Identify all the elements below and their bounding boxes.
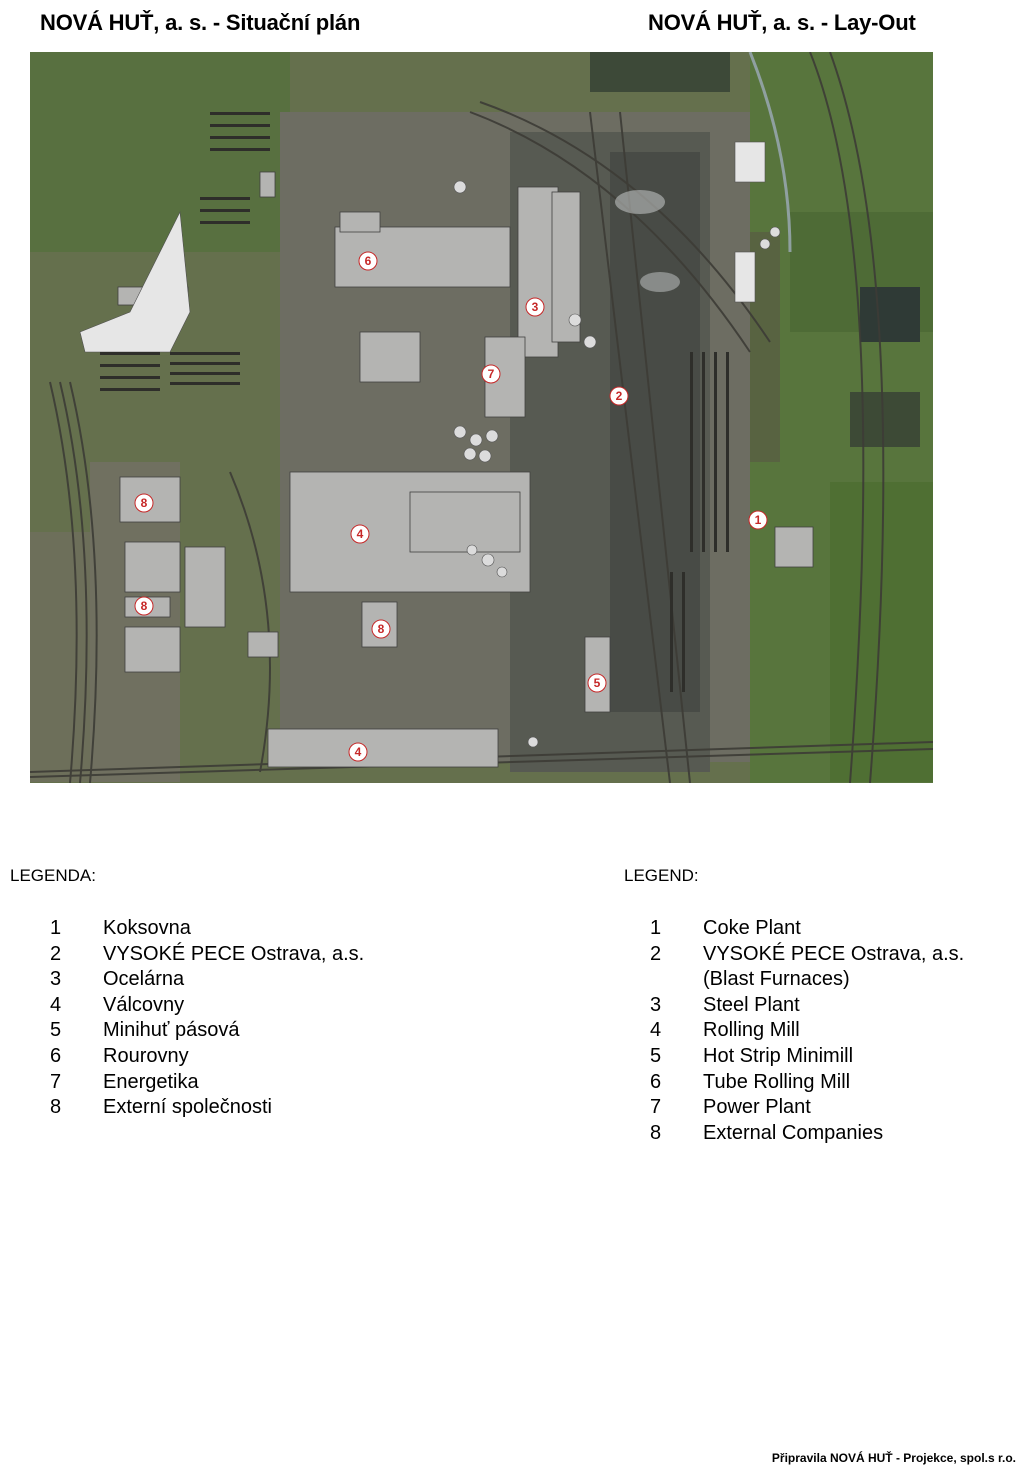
map-marker-label: 1 [754,513,762,527]
legend-item-number: 4 [650,1019,662,1042]
legend-item: 1 Coke Plant [650,916,964,942]
map-marker: 6 [358,251,378,271]
legend-item: 7 Power Plant [650,1095,964,1121]
map-marker-label: 3 [531,300,539,314]
page-title-czech: NOVÁ HUŤ, a. s. - Situační plán [40,10,361,35]
legend-item-label: VYSOKÉ PECE Ostrava, a.s. [103,942,365,965]
map-marker: 1 [748,510,768,530]
legend-item-label: Tube Rolling Mill [703,1070,851,1093]
legend-item-number: 2 [650,942,662,965]
legend-item-number: 1 [650,917,662,939]
legend-item-label: Coke Plant [703,917,801,939]
map-marker-label: 8 [140,496,148,510]
legend-item: 6 Tube Rolling Mill [650,1070,964,1096]
legend-item-number: 4 [50,993,62,1016]
legend-item-label: Power Plant [703,1096,811,1119]
page-title-english: NOVÁ HUŤ, a. s. - Lay-Out [648,10,916,35]
legend-list-czech: 1 Koksovna 2 VYSOKÉ PECE Ostrava, a.s. 3 Oc… [50,916,364,1121]
map-marker-label: 5 [593,676,601,690]
map-marker: 4 [350,524,370,544]
map-marker-label: 4 [354,745,362,759]
legend-item: 3 Ocelárna [50,967,364,993]
legend-item-label: External Companies [703,1121,884,1144]
map-marker: 8 [134,596,154,616]
legend-item-number: 1 [50,917,62,939]
map-marker-label: 7 [487,367,495,381]
legend-item: 1 Koksovna [50,916,364,942]
aerial-site-map: 6 3 7 2 8 4 1 8 8 5 4 [30,52,933,783]
legend-item: 2 VYSOKÉ PECE Ostrava, a.s. [50,942,364,968]
legend-item-label: Ocelárna [103,968,185,991]
legend-item: 5 Minihuť pásová [50,1018,364,1044]
legend-item-label: Externí společnosti [103,1096,272,1119]
legend-item-number: 5 [650,1044,662,1067]
map-marker-label: 4 [356,527,364,541]
legend-item-number: 2 [50,942,62,965]
legend-item-label: Minihuť pásová [103,1019,240,1042]
legend-item: 4 Rolling Mill [650,1018,964,1044]
map-marker-label: 8 [140,599,148,613]
legend-item-number: 6 [650,1070,662,1093]
legend-item-number: 5 [50,1019,62,1042]
map-marker: 3 [525,297,545,317]
legend-item: 3 Steel Plant [650,993,964,1019]
map-marker: 8 [134,493,154,513]
legend-item-label: Hot Strip Minimill [703,1044,854,1067]
legend-item-label: VYSOKÉ PECE Ostrava, a.s. [703,942,965,965]
legend-heading-english: LEGEND: [624,866,699,885]
legend-item: 8 External Companies [650,1121,964,1147]
legend-item: 6 Rourovny [50,1044,364,1070]
legend-item-label: Steel Plant [703,993,800,1016]
legend-heading-czech: LEGENDA: [10,866,96,885]
map-marker-label: 8 [377,622,385,636]
legend-item-label: Válcovny [103,993,185,1016]
legend-item-number: 8 [650,1121,662,1144]
footer-credit: Připravila NOVÁ HUŤ - Projekce, spol.s r… [771,1451,1016,1465]
legend-item-label: Rourovny [103,1044,189,1067]
legend-item-number: 7 [650,1096,662,1119]
legend-item: 5 Hot Strip Minimill [650,1044,964,1070]
legend-item-number: 8 [50,1096,62,1119]
map-marker: 8 [371,619,391,639]
legend-item-label: (Blast Furnaces) [703,968,850,991]
map-marker-label: 6 [364,254,372,268]
legend-list-english: 1 Coke Plant 2 VYSOKÉ PECE Ostrava, a.s. (… [650,916,964,1146]
legend-item: 7 Energetika [50,1070,364,1096]
legend-item-number [650,967,703,993]
map-marker: 4 [348,742,368,762]
legend-item-number: 6 [50,1044,62,1067]
legend-item-label: Energetika [103,1070,199,1093]
legend-item: 8 Externí společnosti [50,1095,364,1121]
map-marker: 7 [481,364,501,384]
legend-item-label: Koksovna [103,917,191,939]
map-marker: 2 [609,386,629,406]
legend-item: 2 VYSOKÉ PECE Ostrava, a.s. [650,942,964,968]
legend-item-number: 3 [650,993,662,1016]
legend-item: 4 Válcovny [50,993,364,1019]
legend-item-label: Rolling Mill [703,1019,800,1042]
legend-item-number: 3 [50,968,62,991]
map-marker-label: 2 [615,389,623,403]
legend-item: (Blast Furnaces) [650,967,964,993]
map-marker: 5 [587,673,607,693]
legend-item-number: 7 [50,1070,62,1093]
aerial-photo [30,52,933,783]
